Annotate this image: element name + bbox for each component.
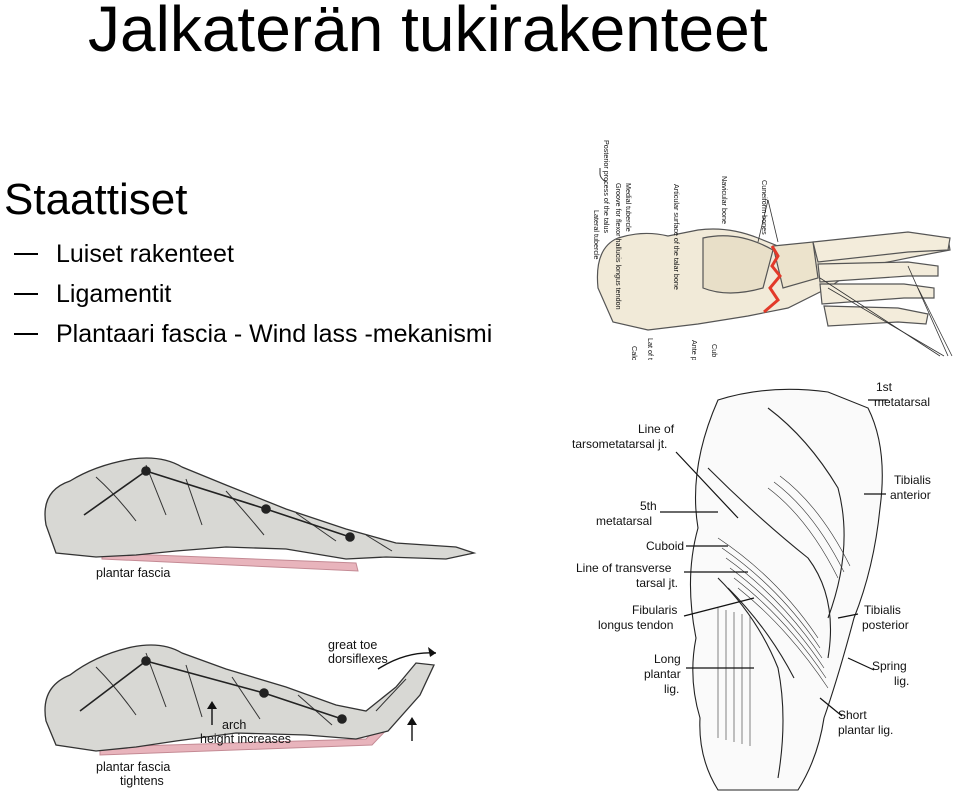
section-heading: Staattiset	[4, 175, 188, 224]
plantar-foot-drawing	[689, 388, 883, 791]
page-title: Jalkaterän tukirakenteet	[88, 0, 768, 65]
fig-top-label: Navicular bone	[720, 176, 729, 224]
leader-lines	[757, 199, 953, 357]
arrowhead	[428, 647, 436, 657]
label-cuboid: Cuboid	[646, 539, 684, 553]
arrowhead	[407, 717, 417, 725]
label-short-plantar: Short	[838, 708, 867, 722]
fig-top-label: Groove for flexor hallucis longus tendon	[614, 183, 623, 310]
label-tibialis-posterior: Tibialis	[864, 603, 901, 617]
plantar-fascia-tightens-label: plantar fascia	[96, 760, 170, 774]
fig-top-label: Lat of t calc	[646, 338, 655, 360]
label-spring-lig: Spring	[872, 659, 907, 673]
rotated-labels: Posterior process of the talus Medial tu…	[592, 140, 769, 360]
label-fibularis: longus tendon	[598, 618, 673, 632]
foot-bones-dorsiflexed	[44, 644, 435, 752]
labels: 1st metatarsal Line of tarsometatarsal j…	[572, 380, 931, 737]
fig-top-label: Medial tubercle	[624, 183, 633, 232]
bullet-text: Plantaari fascia - Wind lass -mekanismi	[56, 319, 493, 348]
fig-top-label: Posterior process of the talus	[602, 140, 611, 233]
label-tibialis-anterior: anterior	[890, 488, 931, 502]
bullet-item: Luiset rakenteet	[14, 234, 492, 274]
label-bracket	[599, 168, 607, 183]
label-tibialis-anterior: Tibialis	[894, 473, 931, 487]
joint-line-highlight	[763, 245, 782, 314]
fig-top-label: Ante proc of th	[690, 340, 699, 360]
arch-label: arch	[222, 718, 246, 732]
plantar-fascia-label: plantar fascia	[96, 566, 170, 580]
tension-line	[79, 656, 347, 724]
label-5th-metatarsal: metatarsal	[596, 514, 652, 528]
fig-top-label: Articular surface of the talar bone	[672, 184, 681, 290]
bullet-dash	[14, 253, 38, 255]
plantar-fascia-tightens-label: tightens	[120, 774, 164, 788]
foot-bones-illustration: Posterior process of the talus Medial tu…	[592, 140, 953, 360]
label-tibialis-posterior: posterior	[862, 618, 909, 632]
foot-relaxed: plantar fascia	[44, 457, 477, 580]
label-transverse-tarsal: Line of transverse	[576, 561, 672, 575]
bullet-text: Ligamentit	[56, 279, 172, 308]
bullet-text: Luiset rakenteet	[56, 239, 234, 268]
plantar-ligaments-illustration: 1st metatarsal Line of tarsometatarsal j…	[572, 380, 931, 791]
leader-lines	[660, 399, 888, 717]
bullet-item: Plantaari fascia - Wind lass -mekanismi	[14, 314, 492, 354]
label-5th-metatarsal: 5th	[640, 499, 657, 513]
arrowhead	[207, 701, 217, 709]
foot-bones-drawing	[596, 228, 951, 331]
label-short-plantar: plantar lig.	[838, 723, 893, 737]
height-increases-label: height increases	[200, 732, 291, 746]
label-long-plantar: Long	[654, 652, 681, 666]
label-fibularis: Fibularis	[632, 603, 677, 617]
foot-bones-relaxed	[44, 457, 477, 560]
fig-top-label: Calc	[630, 346, 639, 360]
label-spring-lig: lig.	[894, 674, 909, 688]
bullet-item: Ligamentit	[14, 274, 492, 314]
great-toe-label: great toe	[328, 638, 377, 652]
bullet-dash	[14, 333, 38, 335]
fig-top-label: Lateral tubercle	[592, 210, 601, 260]
label-transverse-tarsal: tarsal jt.	[636, 576, 678, 590]
label-1st-metatarsal: metatarsal	[874, 395, 930, 409]
tension-line	[83, 466, 355, 542]
label-tarsometatarsal: Line of	[638, 422, 675, 436]
fig-top-label: Cub	[710, 344, 719, 357]
label-long-plantar: plantar	[644, 667, 681, 681]
bullet-dash	[14, 293, 38, 295]
fig-top-label: Cuneiform bones	[760, 180, 769, 235]
bullet-list: Luiset rakenteet Ligamentit Plantaari fa…	[14, 234, 492, 354]
ligament-fibers	[717, 475, 851, 746]
dorsiflexes-label: dorsiflexes	[328, 652, 388, 666]
foot-dorsiflexed: great toe dorsiflexes arch height increa…	[44, 638, 437, 788]
label-1st-metatarsal: 1st	[876, 380, 893, 394]
label-tarsometatarsal: tarsometatarsal jt.	[572, 437, 667, 451]
windlass-mechanism-illustration: plantar fascia great toe dorsiflexes arc…	[44, 457, 477, 788]
label-long-plantar: lig.	[664, 682, 679, 696]
